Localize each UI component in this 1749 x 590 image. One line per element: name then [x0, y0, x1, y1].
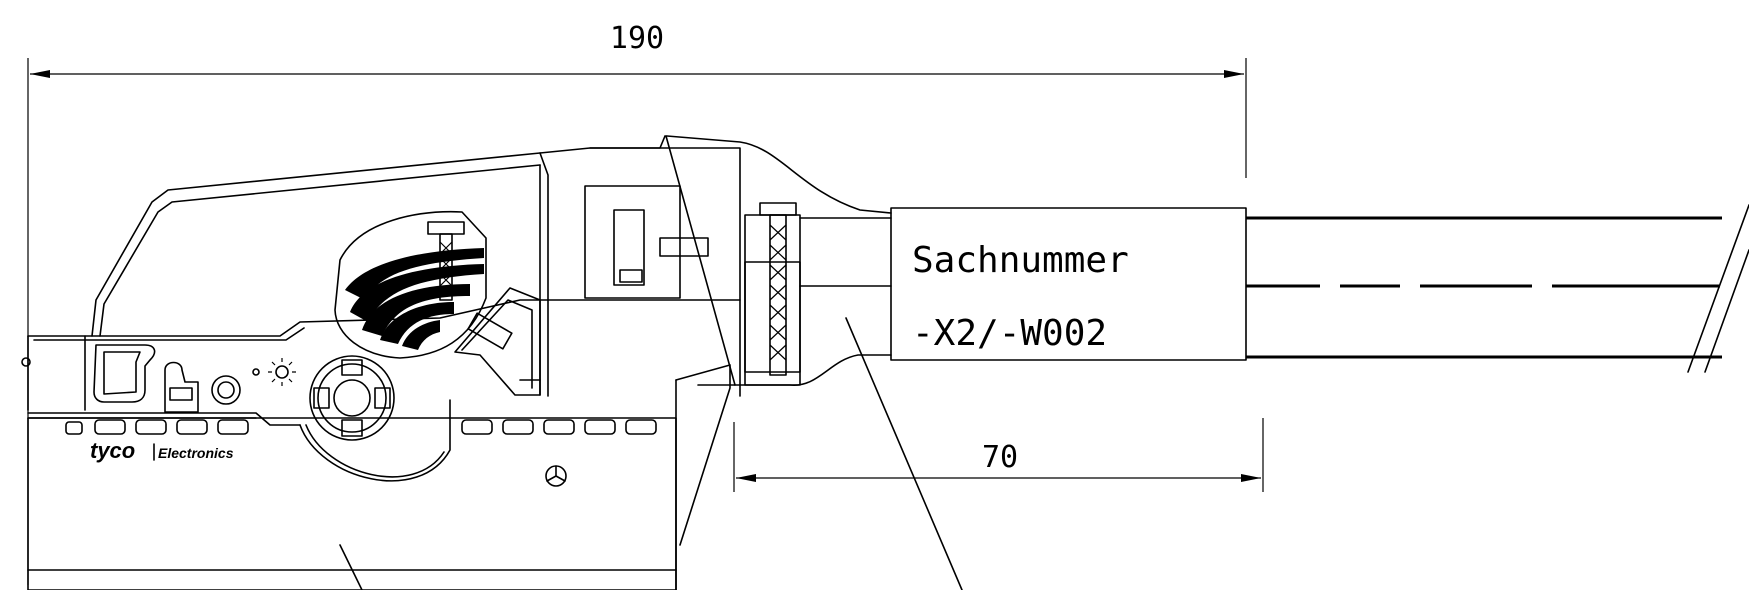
dimension-overall-length: 190	[27, 21, 1247, 585]
cable-boot	[665, 135, 963, 590]
cutaway-detail	[334, 210, 487, 359]
label-line-1: Sachnummer	[912, 240, 1129, 281]
sunburst-symbol	[268, 358, 296, 386]
cable-label-sleeve: Sachnummer -X2/-W002	[890, 207, 1247, 361]
dimension-70-label: 70	[982, 440, 1018, 475]
dimension-190-label: 190	[610, 21, 664, 56]
brand-mark: tyco Electronics	[90, 438, 234, 463]
label-line-2: -X2/-W002	[912, 313, 1107, 354]
vent-slots	[65, 419, 657, 435]
dimension-label-offset: 70	[733, 418, 1264, 492]
connector-housing	[21, 135, 741, 590]
star-symbol-icon	[545, 465, 567, 487]
tyco-logo: tyco	[90, 438, 135, 463]
cable	[1246, 204, 1749, 373]
electronics-label: Electronics	[158, 445, 234, 461]
